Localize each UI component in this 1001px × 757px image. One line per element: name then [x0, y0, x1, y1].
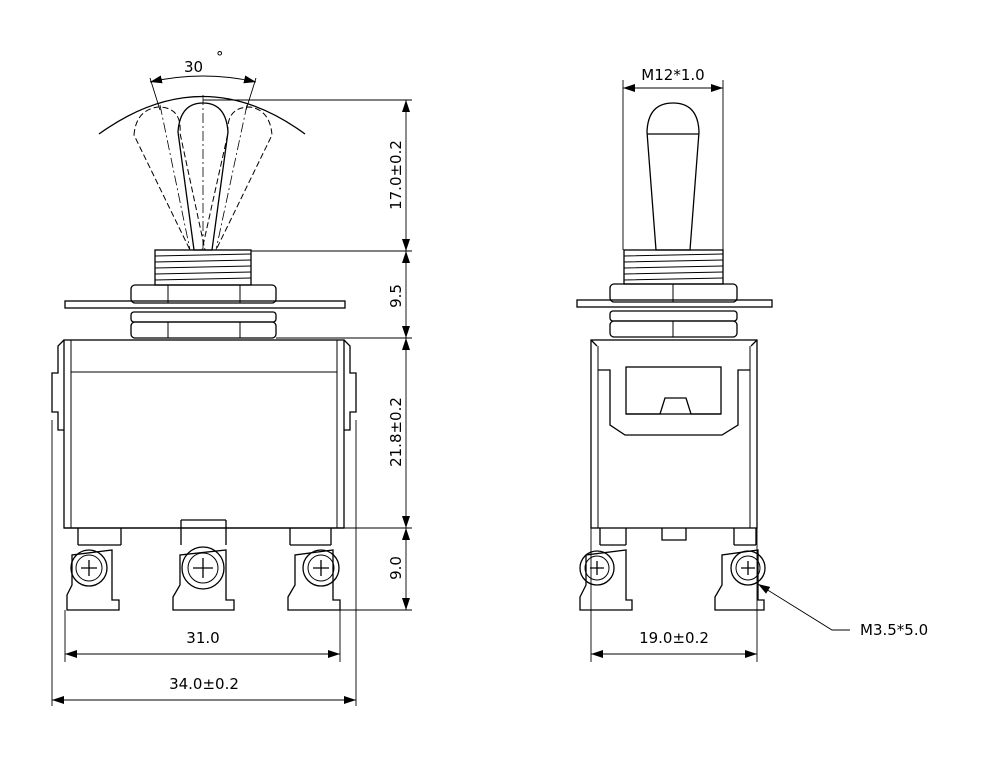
front-body — [51, 339, 357, 529]
side-mount-hardware — [576, 283, 773, 338]
lever-angle-unit: ° — [216, 48, 224, 66]
front-terminal-screws — [70, 546, 340, 590]
screw-right-icon — [302, 549, 340, 587]
bushing-thread-label: M12*1.0 — [641, 66, 704, 84]
side-terminals — [579, 528, 765, 611]
dim-terminal-screw: M3.5*5.0 — [757, 583, 928, 639]
dim-lever-angle: 30 ° — [149, 48, 257, 111]
bushing-height-label: 9.5 — [387, 284, 405, 308]
lever-left-centerline — [159, 104, 191, 251]
body-width-label: 34.0±0.2 — [169, 675, 239, 693]
side-width-label: 19.0±0.2 — [639, 629, 709, 647]
screw-left-icon — [70, 549, 108, 587]
screw-center-icon — [181, 546, 225, 590]
side-body — [590, 339, 758, 529]
lever-swing-arc — [98, 95, 306, 135]
front-horizontal-dims: 31.0 34.0±0.2 — [51, 420, 357, 706]
front-bushing — [154, 249, 252, 286]
terminal-height-label: 9.0 — [387, 556, 405, 580]
dim-side-width: 19.0±0.2 — [590, 528, 758, 662]
front-vertical-dims: 17.0±0.2 9.5 21.8±0.2 9.0 — [203, 99, 412, 611]
side-lever — [646, 102, 700, 251]
lever-right-centerline — [215, 104, 248, 251]
side-screw-right-icon — [730, 550, 766, 586]
body-height-label: 21.8±0.2 — [387, 397, 405, 467]
terminal-screw-label: M3.5*5.0 — [860, 621, 928, 639]
front-lever-group — [98, 95, 306, 251]
dim-bushing-thread: M12*1.0 — [622, 66, 724, 250]
lever-left — [133, 106, 206, 251]
front-view: 30 ° 17.0±0.2 9.5 21.8±0.2 9.0 31.0 — [51, 48, 412, 706]
lever-right — [201, 106, 273, 251]
lever-height-label: 17.0±0.2 — [387, 140, 405, 210]
side-view: M12*1.0 — [576, 66, 928, 662]
front-mount-hardware — [64, 284, 346, 339]
side-bushing — [623, 249, 724, 285]
side-terminal-screws — [579, 550, 766, 586]
terminal-span-label: 31.0 — [186, 629, 219, 647]
side-screw-left-icon — [579, 550, 615, 586]
lever-angle-label: 30 — [184, 58, 203, 76]
